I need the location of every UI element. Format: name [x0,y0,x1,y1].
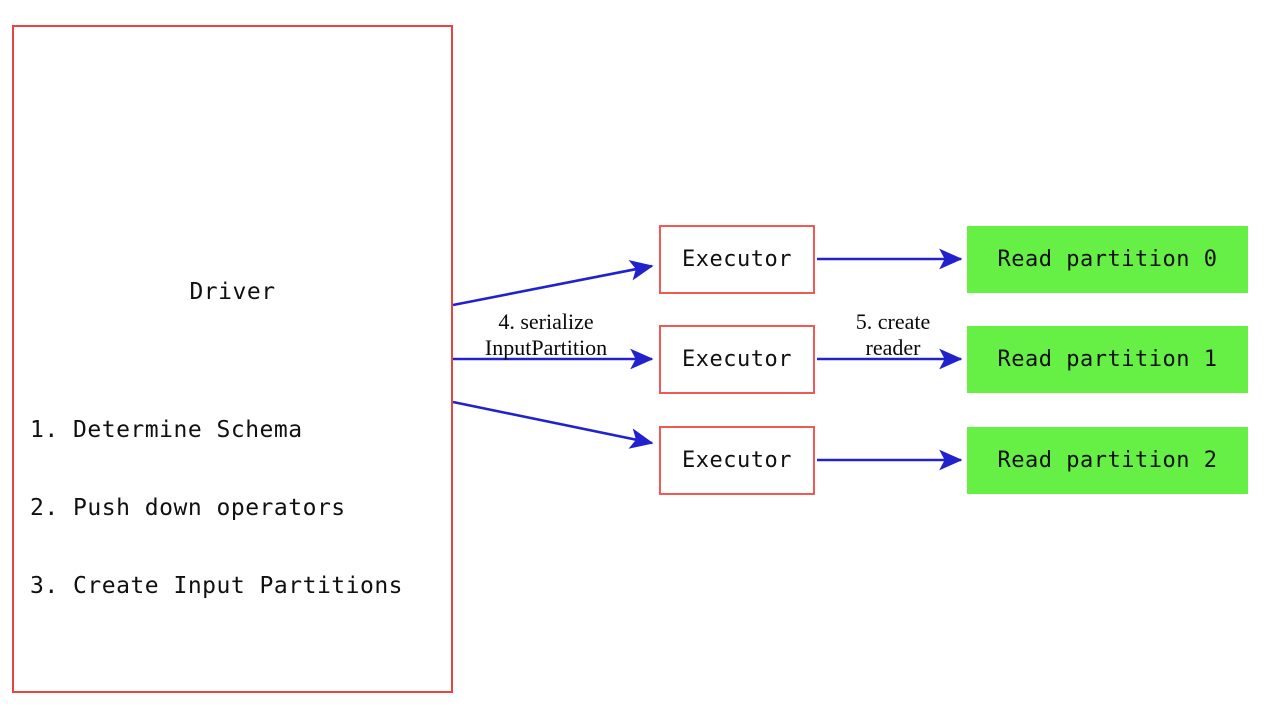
partition-label-0: Read partition 0 [997,247,1218,272]
edge-label-serialize: 4. serialize InputPartition [448,309,644,361]
partition-box-1: Read partition 1 [967,326,1248,393]
driver-step-1: 1. Determine Schema [30,417,303,443]
arrow-driver-to-executor-0 [452,259,654,307]
executor-box-0: Executor [659,225,815,294]
partition-label-1: Read partition 1 [997,347,1218,372]
arrow-driver-to-executor-2 [452,400,654,449]
partition-label-2: Read partition 2 [997,448,1218,473]
executor-label-2: Executor [682,448,792,473]
driver-step-list: 1. Determine Schema 2. Push down operato… [30,365,403,651]
edge-label-serialize-line2: InputPartition [484,335,608,360]
driver-step-2: 2. Push down operators [30,495,346,521]
executor-box-1: Executor [659,325,815,394]
executor-label-1: Executor [682,347,792,372]
driver-step-3: 3. Create Input Partitions [30,573,404,599]
edge-label-create-reader-line1: 5. create [855,309,931,334]
edge-label-create-reader: 5. create reader [823,309,963,361]
partition-box-2: Read partition 2 [967,427,1248,494]
partition-box-0: Read partition 0 [967,226,1248,293]
driver-box: Driver 1. Determine Schema 2. Push down … [12,25,453,693]
executor-label-0: Executor [682,247,792,272]
edge-label-serialize-line1: 4. serialize [498,309,594,334]
executor-box-2: Executor [659,426,815,495]
driver-title: Driver [189,279,276,305]
edge-label-create-reader-line2: reader [865,335,921,360]
